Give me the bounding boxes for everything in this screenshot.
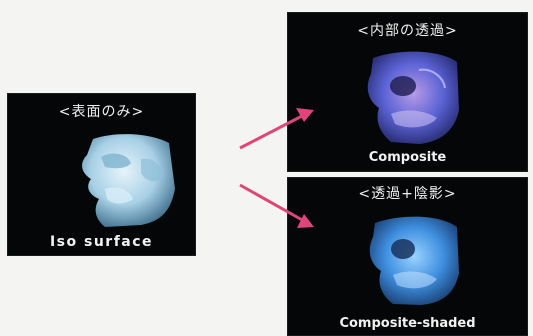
arrow-to-composite bbox=[240, 108, 314, 148]
arrow-to-composite-shaded bbox=[240, 185, 314, 228]
